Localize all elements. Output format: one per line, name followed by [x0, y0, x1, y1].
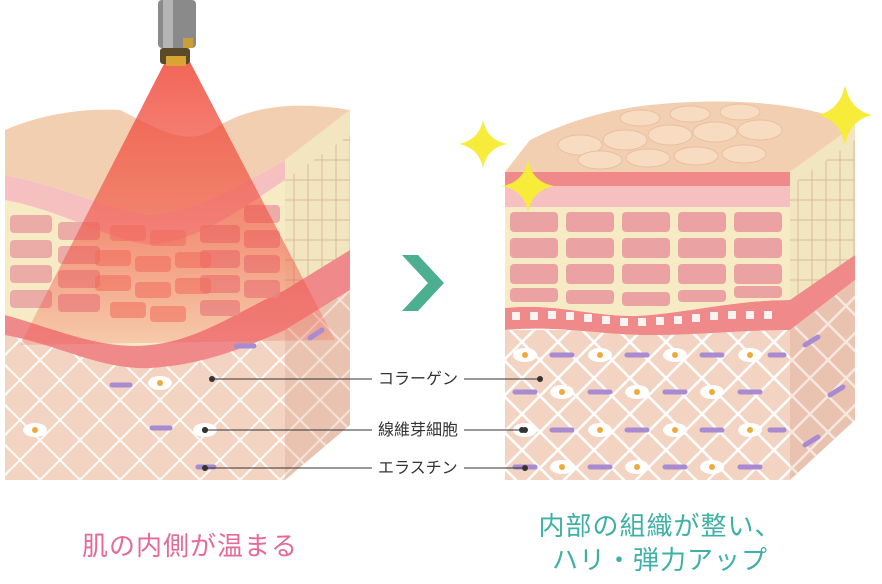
- right-basal-layer: [505, 300, 790, 335]
- label-fibroblast: 線維芽細胞: [372, 420, 465, 440]
- heated-cells: [95, 225, 211, 322]
- laser-beam: [20, 62, 335, 345]
- right-elastin: [512, 334, 846, 470]
- right-epidermis: [505, 205, 790, 316]
- caption-right-line2: ハリ・弾力アップ: [551, 546, 768, 576]
- sparkle-icon: [459, 85, 872, 212]
- caption-right: 内部の組織が整い、 ハリ・弾力アップ: [490, 510, 830, 578]
- chevron-right-icon: [402, 255, 444, 311]
- left-skin-block: [5, 0, 350, 480]
- caption-left-text: 肌の内側が温まる: [81, 532, 298, 562]
- label-elastin: エラスチン: [372, 458, 464, 478]
- laser-device-icon: [158, 0, 196, 66]
- right-skin-block: [459, 85, 872, 480]
- label-collagen: コラーゲン: [372, 369, 465, 389]
- left-basal-layer: [5, 290, 285, 369]
- right-fibroblasts: [513, 348, 762, 474]
- caption-right-line1: 内部の組織が整い、: [538, 512, 782, 542]
- right-epidermis-cells: [510, 212, 782, 306]
- right-stratum: [505, 185, 790, 207]
- caption-left: 肌の内側が温まる: [40, 530, 340, 564]
